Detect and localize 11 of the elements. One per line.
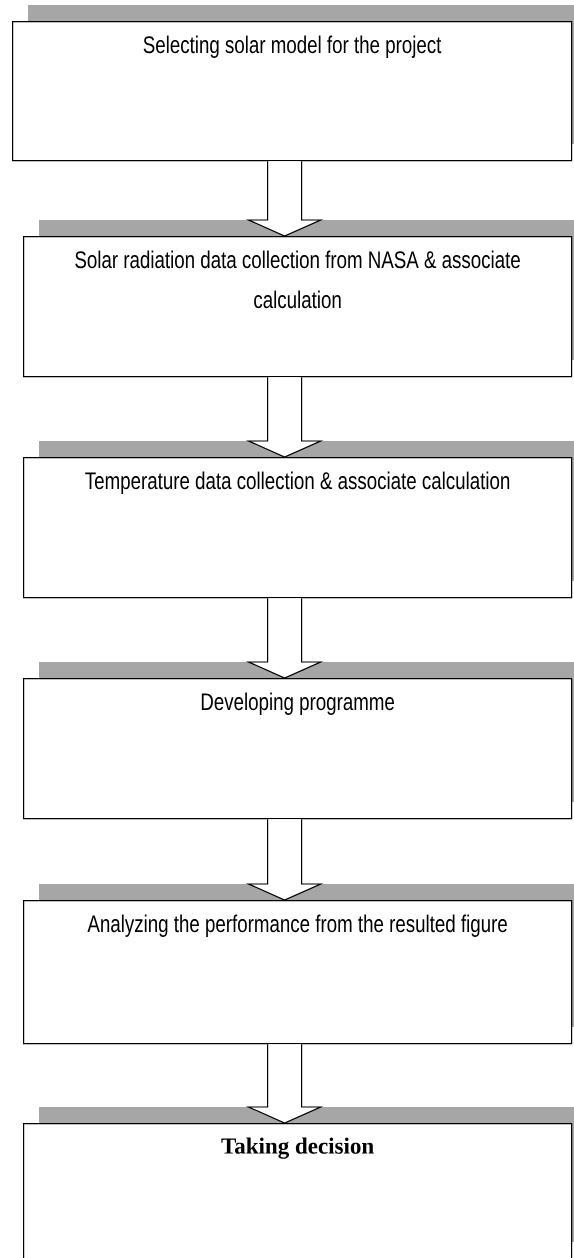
block-arrow [245,160,324,237]
process-box: Solar radiation data collection from NASA & associate calculation [23,220,574,378]
process-box: Temperature data collection & associate calculation [23,441,574,599]
process-box: Selecting solar model for the project [12,5,574,162]
block-arrow [245,1043,324,1124]
block-arrow [245,818,324,901]
block-arrow [245,376,324,458]
process-box: Analyzing the performance from the resulted figure [23,884,574,1045]
process-box: Developing programme [23,662,574,820]
process-box: Taking decision [23,1107,574,1258]
block-arrow [245,597,324,679]
